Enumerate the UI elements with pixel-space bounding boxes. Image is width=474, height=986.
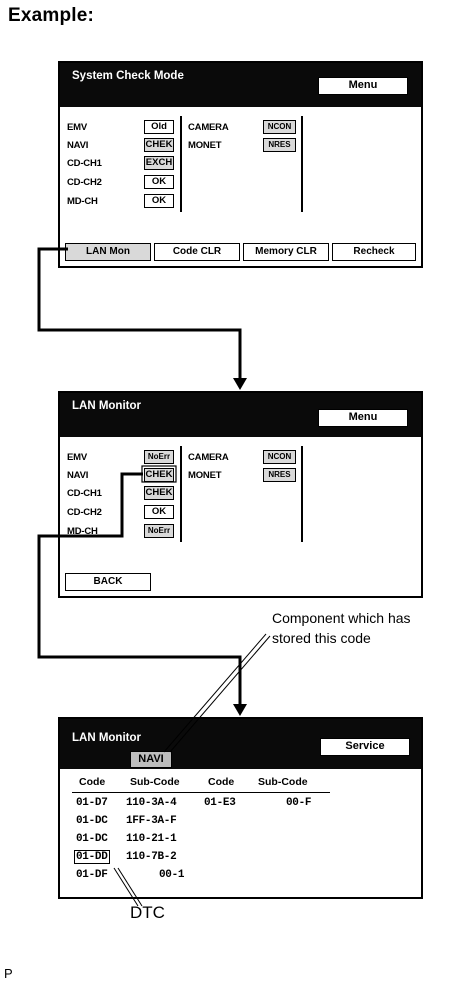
status-cdch2[interactable]: OK [144,505,174,519]
system-check-screen: System Check Mode Menu EMV NAVI CD-CH1 C… [58,61,423,268]
status-monet[interactable]: NRES [263,468,296,482]
title-bar: System Check Mode Menu [60,63,421,107]
arrow-head-icon [233,378,247,390]
screen-title: System Check Mode [72,70,184,82]
column-divider [180,116,182,212]
component-annotation-line2: stored this code [272,630,371,646]
flow-arrow-line [37,247,242,380]
dtc-code: 01-D7 [76,797,108,809]
back-button[interactable]: BACK [65,573,151,591]
lan-monitor-screen: LAN Monitor Menu EMV NAVI CD-CH1 CD-CH2 … [58,391,423,598]
dtc-sub-code: 110-3A-4 [126,797,177,809]
recheck-button[interactable]: Recheck [332,243,416,261]
title-bar: LAN Monitor Menu [60,393,421,437]
row-label-emv: EMV [67,452,87,463]
status-camera[interactable]: NCON [263,120,296,134]
component-annotation-line1: Component which has [272,610,411,626]
dtc-sub-code: 00-F [286,797,312,809]
arrow-head-icon [233,704,247,716]
header-underline [72,792,330,793]
dtc-code: 01-E3 [204,797,236,809]
example-heading: Example: [8,5,95,26]
status-camera[interactable]: NCON [263,450,296,464]
status-navi[interactable]: CHEK [144,138,174,152]
dtc-code: 01-DC [76,815,108,827]
header-code: Code [208,776,235,788]
status-emv[interactable]: NoErr [144,450,174,464]
code-clr-button[interactable]: Code CLR [154,243,240,261]
dtc-code-highlighted: 01-DD [74,850,110,864]
status-cdch2[interactable]: OK [144,175,174,189]
column-divider [180,446,182,542]
dtc-sub-code: 110-7B-2 [126,851,177,863]
dtc-sub-code: 00-1 [159,869,185,881]
flow-arrow-line [37,472,242,706]
header-code: Code [79,776,106,788]
lan-mon-button[interactable]: LAN Mon [65,243,151,261]
menu-button[interactable]: Menu [318,409,408,427]
menu-button[interactable]: Menu [318,77,408,95]
dtc-annotation: DTC [130,903,165,922]
row-label-navi: NAVI [67,140,89,151]
leader-line [169,635,271,753]
status-emv[interactable]: Old [144,120,174,134]
row-label-mdch: MD-CH [67,196,98,207]
dtc-sub-code: 110-21-1 [126,833,177,845]
row-label-cdch2: CD-CH2 [67,507,102,518]
status-cdch1[interactable]: EXCH [144,156,174,170]
row-label-cdch2: CD-CH2 [67,177,102,188]
status-mdch[interactable]: NoErr [144,524,174,538]
column-divider [301,116,303,212]
row-label-mdch: MD-CH [67,526,98,537]
row-label-camera: CAMERA [188,452,229,463]
row-label-navi: NAVI [67,470,89,481]
header-sub-code: Sub-Code [130,776,180,788]
title-bar: LAN Monitor Service [60,719,421,769]
row-label-camera: CAMERA [188,122,229,133]
row-label-monet: MONET [188,470,222,481]
row-label-monet: MONET [188,140,222,151]
dtc-code: 01-DC [76,833,108,845]
dtc-sub-code: 1FF-3A-F [126,815,177,827]
leader-line [163,633,267,753]
status-monet[interactable]: NRES [263,138,296,152]
row-label-cdch1: CD-CH1 [67,488,102,499]
status-cdch1[interactable]: CHEK [144,486,174,500]
component-tag-navi: NAVI [130,751,172,768]
leader-line [117,867,143,907]
column-divider [301,446,303,542]
status-mdch[interactable]: OK [144,194,174,208]
footer-code: P [4,966,13,981]
dtc-code: 01-DF [76,869,108,881]
service-button[interactable]: Service [320,738,410,756]
highlight-box [141,465,177,483]
row-label-cdch1: CD-CH1 [67,158,102,169]
screen-title: LAN Monitor [72,732,141,744]
memory-clr-button[interactable]: Memory CLR [243,243,329,261]
leader-line [113,867,139,907]
header-sub-code: Sub-Code [258,776,308,788]
screen-title: LAN Monitor [72,400,141,412]
row-label-emv: EMV [67,122,87,133]
